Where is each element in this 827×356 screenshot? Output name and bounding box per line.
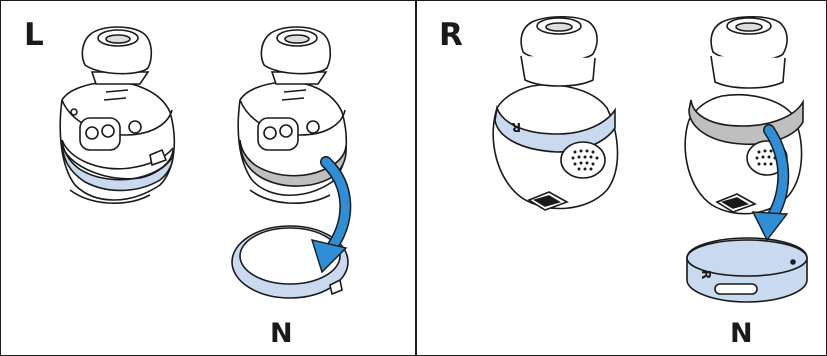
right-illustration: R R xyxy=(492,15,808,303)
earbud-with-ring-icon: R xyxy=(492,15,619,211)
ring-icon: R xyxy=(686,237,808,303)
left-illustration xyxy=(59,26,352,299)
side-label-left: L xyxy=(24,17,44,53)
panel-right: R R xyxy=(417,0,827,356)
svg-text:R: R xyxy=(699,270,713,279)
earbud-with-ring-icon xyxy=(59,26,176,204)
earbud-ring-removed-icon xyxy=(237,26,348,204)
panel-left: L N xyxy=(24,17,352,349)
arrow-down-icon xyxy=(751,124,790,242)
side-label-right: R xyxy=(439,17,463,53)
panel-divider xyxy=(415,0,417,356)
ring-label-left: N xyxy=(270,318,293,349)
arrow-down-icon xyxy=(310,156,352,274)
svg-text:R: R xyxy=(512,120,521,134)
ring-label-right: N xyxy=(730,318,753,349)
